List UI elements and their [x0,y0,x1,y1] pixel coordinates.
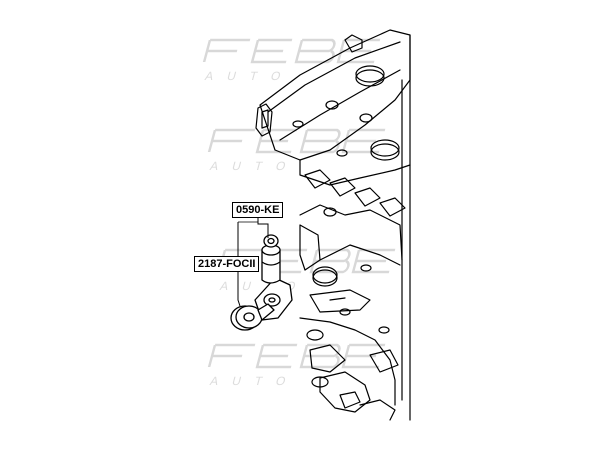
engine-block-drawing [255,29,411,421]
svg-text:AUTO: AUTO [203,69,296,83]
svg-text:AUTO: AUTO [208,159,301,173]
watermark-logo: AUTO [202,38,381,83]
tensioner-assembly [230,234,293,331]
leader-line-0590-ke [257,216,269,238]
leader-line-2187-focii [237,222,241,307]
watermark-logo: AUTO [207,128,386,173]
leader-lines [237,216,269,307]
svg-text:AUTO: AUTO [208,374,301,388]
part-callout-0590-ke: 0590-KE [232,202,284,218]
part-callout-2187-focii: 2187-FOCII [194,256,260,272]
watermark-logo: AUTO [207,343,386,388]
